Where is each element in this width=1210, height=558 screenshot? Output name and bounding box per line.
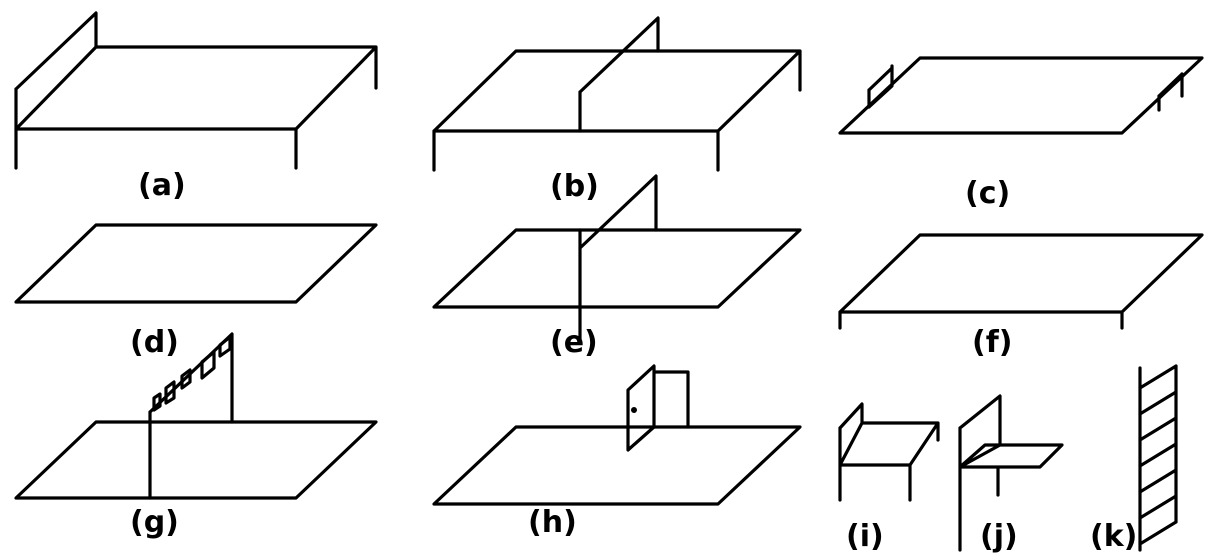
figure-k-ladder xyxy=(1138,364,1178,552)
figure-g-label: (g) xyxy=(130,505,179,540)
figure-e-plane xyxy=(432,228,802,309)
figure-f-label: (f) xyxy=(972,325,1012,360)
figure-k-label: (k) xyxy=(1090,519,1137,554)
figure-a-board xyxy=(14,11,98,131)
figure-i-label: (i) xyxy=(846,519,884,554)
figure-j-label: (j) xyxy=(980,519,1018,554)
figure-j: (j) xyxy=(958,394,1064,554)
figure-c-label: (c) xyxy=(965,176,1010,211)
figure-c: (c) xyxy=(838,56,1204,211)
figure-a: (a) xyxy=(14,11,378,203)
figure-c-right-board xyxy=(1157,72,1184,112)
figure-h: (h) xyxy=(432,364,802,540)
figure-c-platform xyxy=(838,56,1204,135)
figure-d-label: (d) xyxy=(130,325,179,360)
figure-i-chair xyxy=(838,402,940,502)
figure-b: (b) xyxy=(432,16,802,204)
figure-b-table xyxy=(432,49,802,172)
figure-e-board xyxy=(578,174,658,342)
figure-h-knob xyxy=(631,407,637,413)
figure-d-plane xyxy=(14,223,378,304)
figure-h-plane xyxy=(432,425,802,506)
figure-g-board xyxy=(148,332,234,500)
figure-d: (d) xyxy=(14,223,378,360)
figure-k: (k) xyxy=(1090,364,1178,554)
figure-b-divider xyxy=(578,16,660,133)
figure-i: (i) xyxy=(838,402,940,554)
figure-f-table xyxy=(838,233,1204,330)
figure-g: (g) xyxy=(14,332,378,540)
figure-h-panel xyxy=(626,364,690,452)
figure-a-table xyxy=(14,45,378,170)
figure-g-plane xyxy=(14,420,378,500)
figure-f: (f) xyxy=(838,233,1204,360)
figure-e: (e) xyxy=(432,174,802,360)
figure-e-label: (e) xyxy=(550,325,598,360)
figure-g-items xyxy=(152,335,232,412)
figure-b-label: (b) xyxy=(550,169,599,204)
figure-j-chair xyxy=(958,394,1064,552)
figure-c-left-board xyxy=(867,64,894,109)
figure-a-label: (a) xyxy=(138,168,186,203)
figure-h-label: (h) xyxy=(528,505,577,540)
